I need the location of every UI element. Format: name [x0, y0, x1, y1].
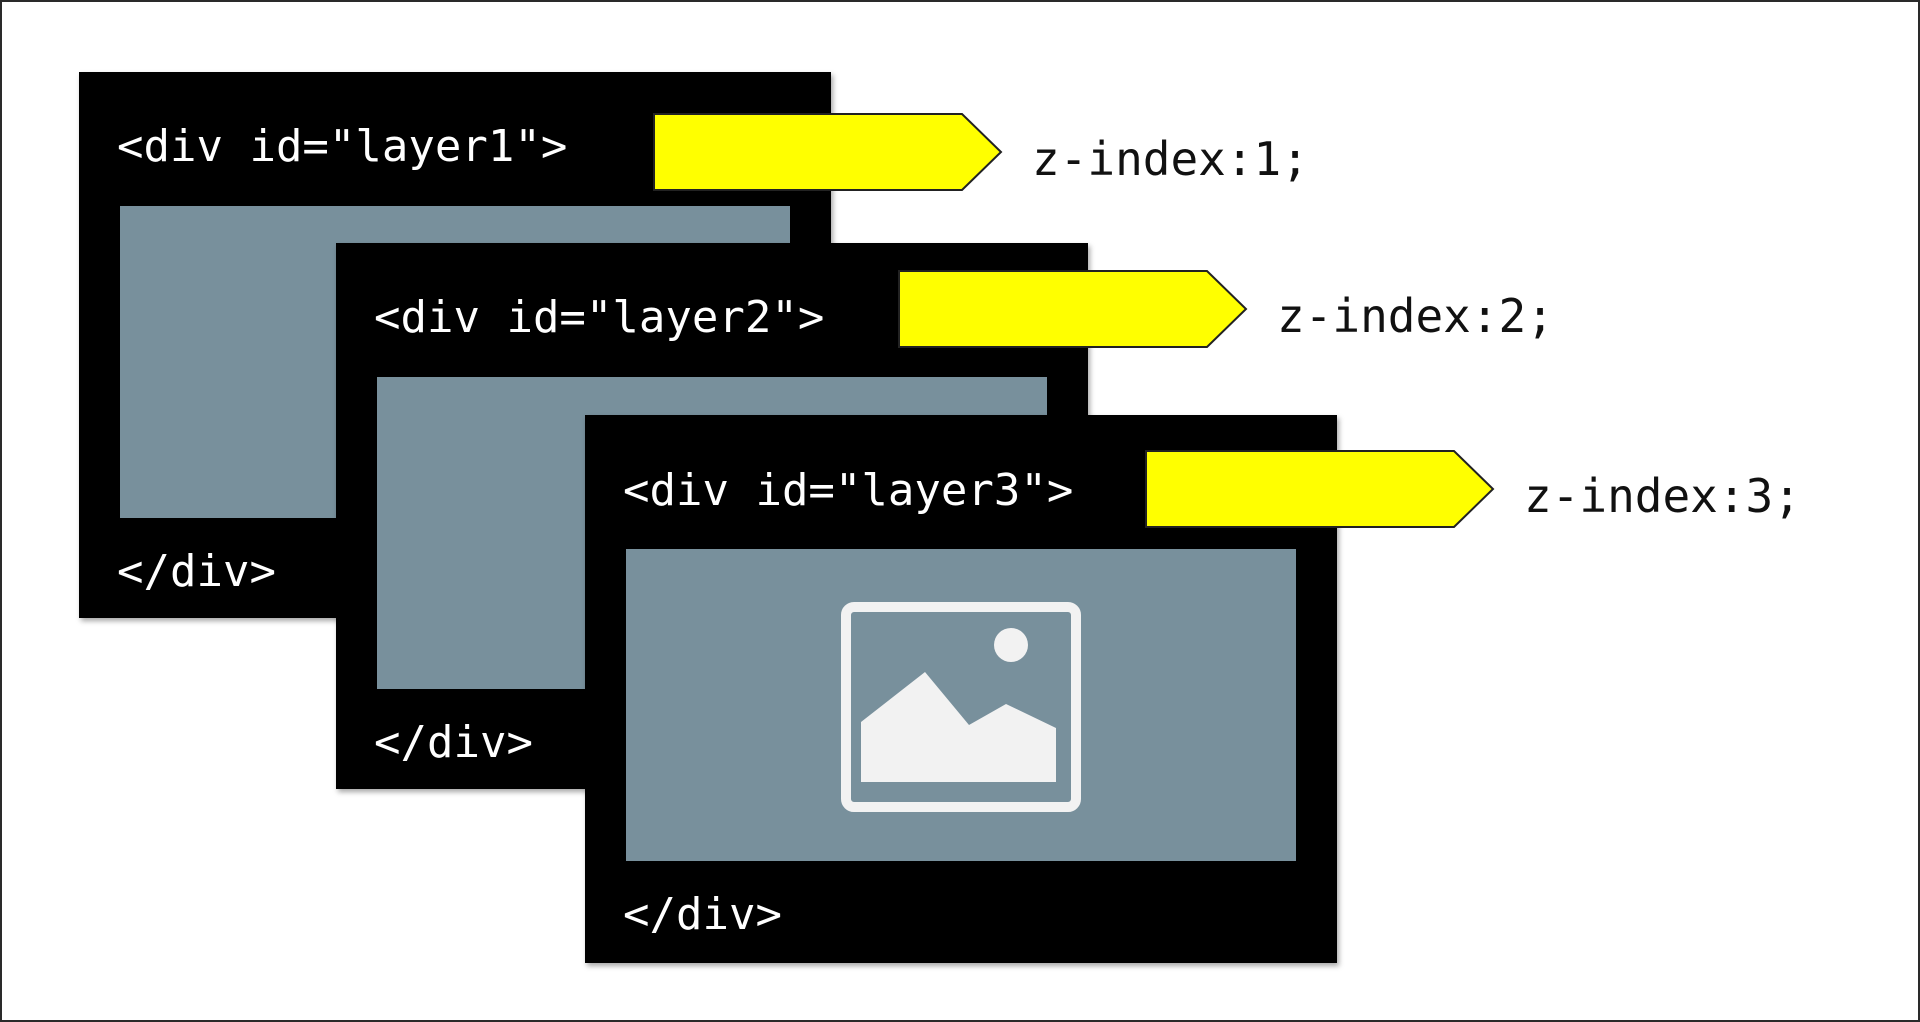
layer2-open-tag: <div id="layer2"> — [374, 292, 825, 343]
layer1-arrow — [653, 113, 1003, 191]
layer2-close-tag: </div> — [374, 717, 533, 768]
layer2-arrow — [898, 270, 1248, 348]
layer3-close-tag: </div> — [623, 889, 782, 940]
layer1-close-tag: </div> — [117, 546, 276, 597]
layer3-arrow — [1145, 450, 1495, 528]
layer1-open-tag: <div id="layer1"> — [117, 121, 568, 172]
layer3-open-tag: <div id="layer3"> — [623, 465, 1074, 516]
image-placeholder-icon — [841, 602, 1081, 812]
layer1-z-index-label: z-index:1; — [1032, 132, 1309, 186]
layer3-z-index-label: z-index:3; — [1524, 469, 1801, 523]
layer2-z-index-label: z-index:2; — [1277, 289, 1554, 343]
layer3-content — [626, 549, 1296, 861]
